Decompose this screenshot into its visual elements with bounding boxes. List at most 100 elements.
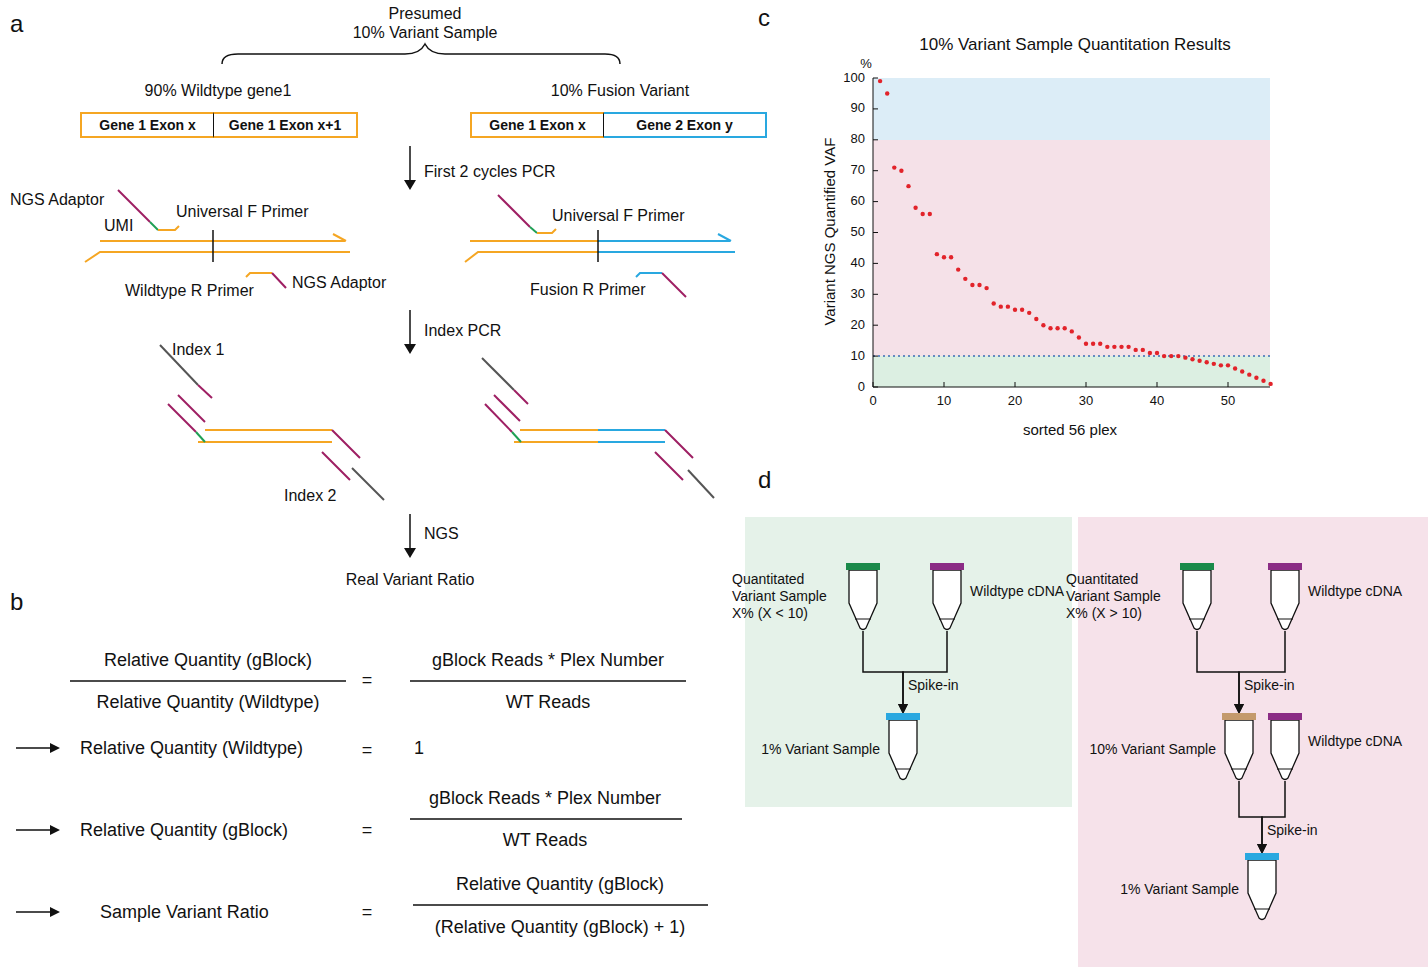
tube-body [933, 570, 961, 630]
tick-label: 20 [1008, 394, 1022, 409]
label: NGS Adaptor [292, 274, 386, 292]
tube-cap [1268, 563, 1302, 570]
data-dot [1219, 363, 1223, 367]
data-dot [885, 91, 889, 95]
drawn-stroke [272, 273, 286, 288]
tube-outline [886, 713, 920, 781]
data-dot [1027, 311, 1031, 315]
tube-node: Wildtype cDNA [1268, 563, 1302, 631]
tube-body [889, 720, 917, 780]
drawn-stroke [178, 395, 205, 422]
tube-cap [1180, 563, 1214, 570]
panel-letter: a [10, 10, 23, 38]
tube-label: 1% Variant Sample [761, 741, 880, 758]
edge-label: Spike-in [1244, 677, 1295, 693]
tube-body [1248, 860, 1276, 920]
tube-body [1271, 570, 1299, 630]
data-dot [1105, 345, 1109, 349]
tube-outline [1222, 713, 1256, 781]
drawn-stroke [498, 195, 530, 227]
ticks [873, 78, 1228, 387]
data-dot [1006, 304, 1010, 308]
data-dot [1183, 355, 1187, 359]
panel-letter: c [758, 4, 770, 32]
drawn-stroke [50, 743, 60, 917]
label: gBlock Reads * Plex Number [432, 650, 664, 671]
data-dot [963, 277, 967, 281]
fusion-index-product [482, 358, 714, 498]
tick-label: 100 [843, 71, 865, 86]
data-dot [899, 169, 903, 173]
label: Variant NGS Quantified VAF [821, 138, 838, 326]
data-dot [1212, 362, 1216, 366]
data-dot [970, 283, 974, 287]
drawn-stroke [150, 222, 158, 230]
data-dot [1233, 366, 1237, 370]
drawn-stroke [198, 385, 212, 398]
tick-label: 0 [869, 394, 876, 409]
spike-in-arrow [863, 631, 903, 712]
data-dot [1240, 369, 1244, 373]
drawn-stroke [404, 548, 416, 558]
tube-node: 1% Variant Sample [886, 713, 920, 781]
tube-node: Wildtype cDNA [930, 563, 964, 631]
y-tick [873, 170, 878, 171]
data-dot [1261, 379, 1265, 383]
spike-in-arrow [903, 631, 947, 712]
data-dot [1041, 323, 1045, 327]
drawn-stroke [352, 468, 384, 500]
tube-label: Quantitated Variant Sample X% (X > 10) [1066, 571, 1174, 621]
drawn-stroke [482, 358, 514, 390]
label: gBlock Reads * Plex Number [429, 788, 661, 809]
label: WT Reads [503, 830, 588, 851]
data-dot [1254, 376, 1258, 380]
label: First 2 cycles PCR [424, 163, 556, 181]
tube-cap [886, 713, 920, 720]
data-dot [1176, 354, 1180, 358]
data-dot [1013, 308, 1017, 312]
green-panel [745, 517, 1072, 807]
data-dot [1169, 354, 1173, 358]
x-tick [1228, 382, 1229, 387]
drawn-stroke [158, 226, 179, 230]
y-tick [873, 201, 878, 202]
equation-bars [16, 681, 708, 917]
y-tick [873, 78, 878, 79]
tube-body [1271, 720, 1299, 780]
data-dot [1162, 354, 1166, 358]
data-dot [906, 184, 910, 188]
tick-label: 90 [851, 101, 865, 116]
drawn-stroke [198, 430, 332, 442]
data-dot [1084, 342, 1088, 346]
data-dot [1247, 372, 1251, 376]
tick-label: 30 [851, 287, 865, 302]
drawn-stroke [409, 146, 411, 182]
tube-outline [930, 563, 964, 631]
data-dot [1063, 326, 1067, 330]
data-dot [1091, 342, 1095, 346]
data-dot [1141, 348, 1145, 352]
x-tick [1086, 382, 1087, 387]
data-dot [949, 255, 953, 259]
tube-fill-line [1254, 909, 1270, 910]
wildtype-index-product [160, 345, 384, 500]
label: UMI [104, 217, 133, 235]
tick-label: 30 [1079, 394, 1093, 409]
label: % [860, 57, 872, 72]
axes [873, 78, 1270, 387]
tick-label: 10 [851, 349, 865, 364]
label: Index 1 [172, 341, 224, 359]
x-tick [944, 382, 945, 387]
label: Sample Variant Ratio [100, 902, 269, 923]
wildtype-template [85, 190, 350, 288]
drawn-stroke [494, 395, 520, 421]
tube-label: 10% Variant Sample [1089, 741, 1216, 758]
drawn-stroke [662, 273, 686, 297]
label: (Relative Quantity (gBlock) + 1) [435, 917, 686, 938]
data-dot [935, 252, 939, 256]
exon-box: Gene 1 Exon x [80, 112, 214, 138]
tick-label: 40 [1150, 394, 1164, 409]
data-dot [1098, 342, 1102, 346]
tube-outline [1268, 713, 1302, 781]
